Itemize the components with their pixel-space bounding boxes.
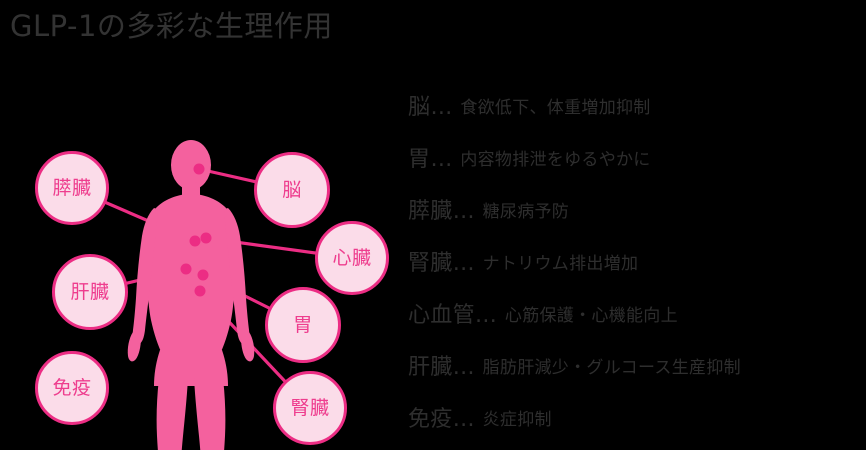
effect-separator: … [474,303,498,328]
effect-organ: 胃 [408,147,431,172]
body-head [171,140,211,190]
body-silhouette [127,140,255,450]
effect-separator: … [452,355,476,380]
organ-bubble-liver[interactable]: 肝臓 [52,254,128,330]
connector-dot-pancreas [189,235,201,247]
effect-organ: 心血管 [408,303,475,328]
organ-bubble-heart[interactable]: 心臓 [315,221,389,295]
effect-description: 食欲低下、体重増加抑制 [460,98,651,118]
effect-row: 胃 … 内容物排泄をゆるやかに [408,134,863,186]
body-leg-right [194,378,226,450]
effect-row: 免疫 … 炎症抑制 [408,394,863,446]
body-arm-right [224,208,250,344]
effect-organ: 腎臓 [408,251,453,276]
body-leg-left [156,378,188,450]
organ-bubble-label: 免疫 [52,376,92,399]
effect-row: 腎臓 … ナトリウム排出増加 [408,238,863,290]
effect-row: 膵臓 … 糖尿病予防 [408,186,863,238]
organ-bubble-label: 脳 [282,178,302,201]
organ-bubble-label: 腎臓 [290,396,330,419]
organ-bubble-kidney[interactable]: 腎臓 [273,371,347,445]
organ-bubble-pancreas[interactable]: 膵臓 [35,151,109,225]
effect-row: 脳 … 食欲低下、体重増加抑制 [408,82,863,134]
organ-bubble-label: 心臓 [332,246,372,269]
organ-bubble-stomach[interactable]: 胃 [265,287,341,363]
body-diagram: 膵臓 脳 心臓 肝臓 胃 免疫 腎臓 [0,60,400,450]
effect-separator: … [452,199,476,224]
body-arm-left [132,208,158,344]
body-torso [145,194,237,356]
connector-dots [180,163,212,297]
organ-bubble-label: 胃 [293,313,313,336]
effect-separator: … [430,147,454,172]
organ-bubble-label: 膵臓 [52,176,92,199]
effects-list: 脳 … 食欲低下、体重増加抑制 胃 … 内容物排泄をゆるやかに 膵臓 … 糖尿病… [408,82,863,446]
effect-row: 肝臓 … 脂肪肝減少・グルコース生産抑制 [408,342,863,394]
effect-description: 内容物排泄をゆるやかに [460,150,651,170]
effect-description: 心筋保護・心機能向上 [504,306,678,326]
effect-separator: … [452,407,476,432]
effect-separator: … [430,95,454,120]
effect-organ: 免疫 [408,407,453,432]
connector-dot-liver [180,263,192,275]
effect-organ: 肝臓 [408,355,453,380]
connector-dot-brain [193,163,205,175]
connector-dot-stomach [197,269,209,281]
page-title: GLP-1の多彩な生理作用 [10,9,333,43]
organ-bubble-brain[interactable]: 脳 [254,152,330,228]
connector-dot-heart [200,232,212,244]
organ-bubble-label: 肝臓 [70,280,110,303]
effect-row: 心血管 … 心筋保護・心機能向上 [408,290,863,342]
effect-organ: 膵臓 [408,199,453,224]
effect-separator: … [452,251,476,276]
effect-description: 糖尿病予防 [482,202,570,222]
effect-description: ナトリウム排出増加 [482,254,639,274]
effect-description: 脂肪肝減少・グルコース生産抑制 [482,358,741,378]
effect-description: 炎症抑制 [482,410,552,430]
body-hand-left [127,332,141,362]
organ-bubble-immunity[interactable]: 免疫 [35,351,109,425]
connector-dot-kidney [194,285,206,297]
body-hand-right [241,332,255,362]
effect-organ: 脳 [408,95,431,120]
body-hips [154,350,228,386]
